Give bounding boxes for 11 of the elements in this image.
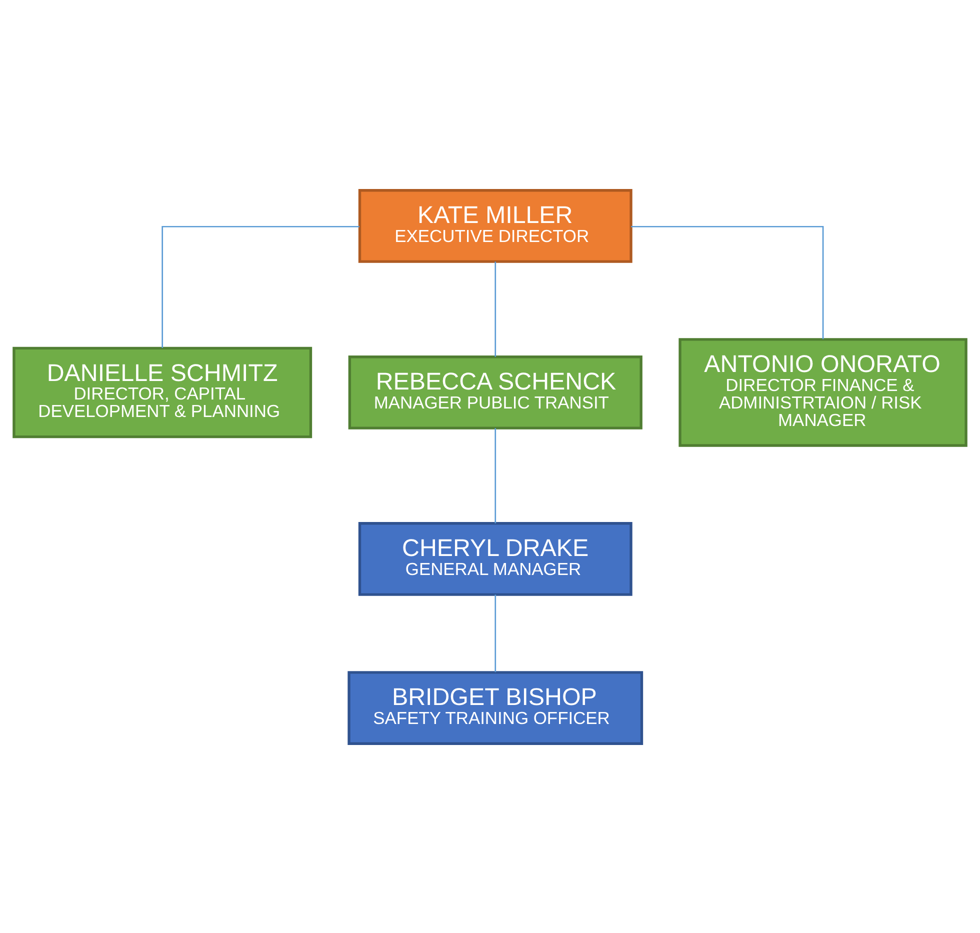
connector — [631, 225, 824, 339]
node-box: KATE MILLER EXECUTIVE DIRECTOR — [358, 188, 632, 262]
node-box: ANTONIO ONORATO DIRECTOR FINANCE & ADMINISTRTAION / RISK MANAGER — [678, 338, 968, 446]
connector — [494, 261, 496, 356]
connector — [162, 225, 360, 348]
node-box: REBECCA SCHENCK MANAGER PUBLIC TRANSIT — [348, 355, 642, 429]
node-box: DANIELLE SCHMITZ DIRECTOR, CAPITAL DEVELOPMENT & PLANNING — [12, 346, 312, 438]
node-box: BRIDGET BISHOP SAFETY TRAINING OFFICER — [348, 670, 644, 744]
connector — [494, 594, 496, 672]
node-box: CHERYL DRAKE GENERAL MANAGER — [358, 522, 632, 596]
connector — [494, 428, 496, 523]
